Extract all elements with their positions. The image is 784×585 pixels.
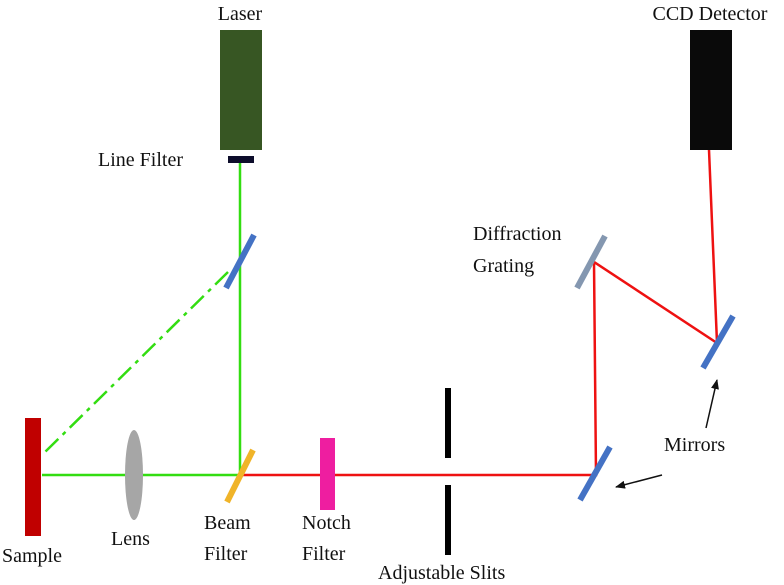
diffraction-label-line2: Grating (473, 255, 534, 277)
mirror-lower-right (577, 445, 613, 502)
mirror-upper-left (223, 233, 257, 290)
arrow-to-lower-mirror (615, 474, 663, 489)
laser-body (220, 30, 262, 150)
sample-label: Sample (2, 545, 62, 567)
mirror-upper-right (700, 314, 736, 370)
beam-filter-label-line1: Beam (204, 512, 251, 534)
sample-block (25, 418, 41, 536)
notch-filter-label-line1: Notch (302, 512, 351, 534)
diffraction-grating (574, 234, 608, 290)
scattered-beam-path (240, 149, 719, 477)
notch-filter-label-line2: Filter (302, 543, 346, 565)
lens-label: Lens (111, 528, 150, 550)
beam-filter (224, 448, 256, 504)
ccd-detector-label: CCD Detector (653, 3, 768, 25)
laser-label: Laser (218, 3, 263, 25)
beam-filter-label-line2: Filter (204, 543, 248, 565)
line-filter-label: Line Filter (98, 149, 183, 171)
reflected-laser-dashdot (41, 271, 229, 456)
arrow-to-upper-mirror (705, 379, 719, 429)
adjustable-slits-label: Adjustable Slits (378, 562, 505, 584)
diffraction-label-line1: Diffraction (473, 223, 562, 245)
notch-filter (320, 438, 335, 510)
line-filter (228, 156, 254, 163)
slit-upper (445, 388, 451, 458)
lens (125, 430, 143, 520)
slit-lower (445, 485, 451, 555)
ccd-detector-body (690, 30, 732, 150)
mirrors-label: Mirrors (664, 434, 725, 456)
